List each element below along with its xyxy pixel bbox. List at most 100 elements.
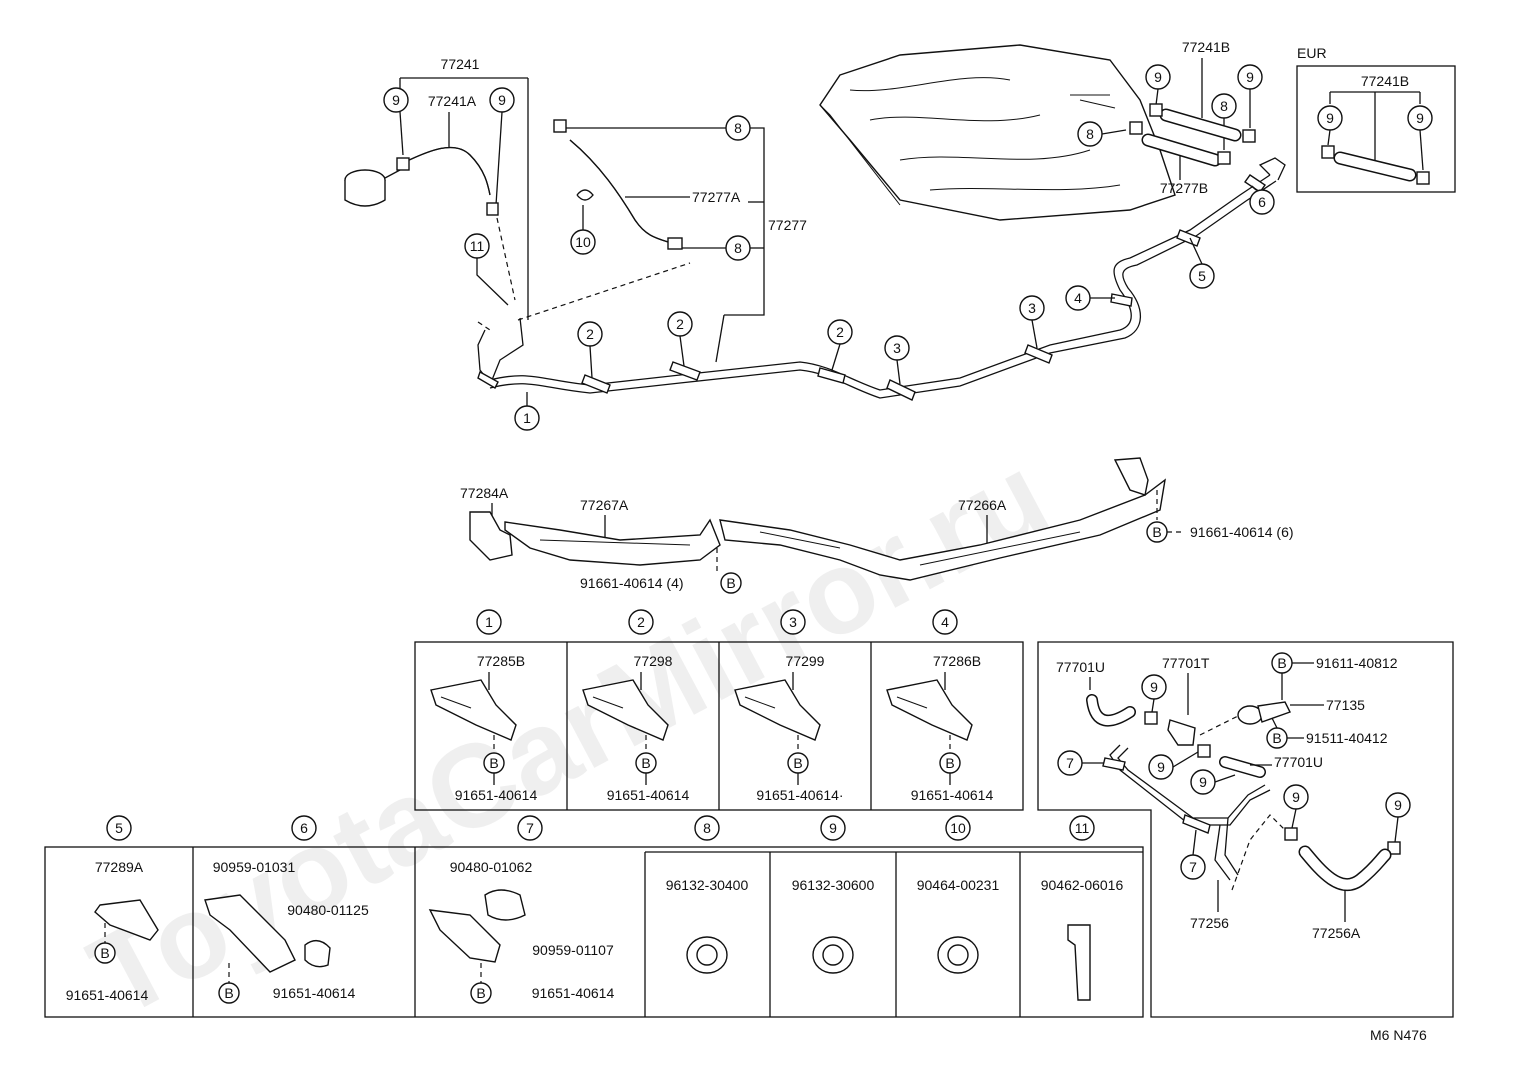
ref-11: 11 — [470, 238, 485, 254]
ref-9-b: 9 — [498, 92, 506, 108]
clamp-bracket — [430, 679, 517, 741]
label-77284a: 77284A — [460, 485, 509, 501]
protector-group: 77284A 77267A 77266A 91661-40614 (4) B B… — [460, 457, 1294, 594]
ref-2-c: 2 — [836, 324, 844, 340]
cell-ref-circle — [820, 815, 846, 841]
ref-9-a: 9 — [392, 92, 400, 108]
cell-part-number-2: 90480-01125 — [287, 902, 369, 918]
cell-part-number: 96132-30600 — [792, 877, 875, 893]
ref-1: 1 — [523, 410, 531, 426]
cell-ref: 3 — [789, 614, 797, 630]
bracket-90959-01031 — [204, 894, 296, 973]
ref-8-a: 8 — [734, 120, 742, 136]
cell-ref: 6 — [300, 820, 308, 836]
cell-part-number: 77289A — [95, 859, 144, 875]
label-77267a: 77267A — [580, 497, 629, 513]
label-77277: 77277 — [768, 217, 807, 233]
label-77256a: 77256A — [1312, 925, 1361, 941]
fuel-tank — [819, 44, 1176, 221]
cell-ref-circle — [932, 609, 958, 635]
clip-8-a — [553, 119, 567, 133]
ref-7-a: 7 — [1066, 755, 1074, 771]
cell-part-number: 90464-00231 — [917, 877, 1000, 893]
clip-9-a — [396, 157, 410, 171]
ref-9-c: 9 — [1154, 69, 1162, 85]
rear-hose-group: 77241B 9 9 8 8 77277B — [1077, 39, 1263, 196]
cell-part-number: 90480-01062 — [450, 859, 533, 875]
drawing-code: M6 N476 — [1370, 1027, 1427, 1043]
cell-ref-circle — [476, 609, 502, 635]
ref-9-k: 9 — [1394, 797, 1402, 813]
label-91611-40812: 91611-40812 — [1316, 655, 1398, 671]
label-77701u-2: 77701U — [1274, 754, 1323, 770]
cell-part-number-2: 90959-01107 — [532, 942, 614, 958]
bolt-b-vent-2-text: B — [1272, 730, 1281, 746]
cell-ref-circle — [106, 815, 132, 841]
bolt-part-number: 91651-40614 — [455, 787, 538, 803]
label-77701u: 77701U — [1056, 659, 1105, 675]
clamp-cell-11: 11 90462-06016 — [1041, 815, 1124, 1001]
bolt-b-left — [720, 572, 742, 594]
cell-part-number: 77298 — [634, 653, 673, 669]
bolt-part-number: 91651-40614 — [273, 985, 356, 1001]
label-77277b: 77277B — [1160, 180, 1208, 196]
bolt-b — [470, 982, 492, 1004]
bolt-b-text: B — [945, 755, 954, 771]
bracket-90959-01107 — [428, 909, 501, 963]
ref-9-i: 9 — [1199, 774, 1207, 790]
fuel-filter — [344, 169, 401, 207]
cell-part-number: 90462-06016 — [1041, 877, 1124, 893]
ref-circle-10 — [570, 229, 596, 255]
bolt-part-number: 91651-40614· — [756, 787, 843, 803]
clamp-bracket — [886, 679, 973, 741]
ref-6: 6 — [1258, 194, 1266, 210]
label-77241a: 77241A — [428, 93, 477, 109]
valve-77701t — [1167, 719, 1196, 746]
pipe-77277-group: 8 77277A 77277 8 10 — [553, 115, 807, 363]
cell-ref: 4 — [941, 614, 949, 630]
cell-ref: 8 — [703, 820, 711, 836]
bolt-b-left-text: B — [726, 575, 735, 591]
ref-circle-6 — [1249, 189, 1275, 215]
label-77277a: 77277A — [692, 189, 741, 205]
vent-section: 77701U 77701T 9 B 91611-40812 77135 B 91… — [1037, 641, 1454, 1018]
ref-5: 5 — [1198, 268, 1206, 284]
ref-9-d: 9 — [1246, 69, 1254, 85]
bolt-b-text: B — [224, 985, 233, 1001]
cell-part-number: 90959-01031 — [213, 859, 296, 875]
label-77256: 77256 — [1190, 915, 1229, 931]
cell-ref: 11 — [1075, 820, 1090, 836]
label-eur-77241b: 77241B — [1361, 73, 1409, 89]
bolt-part-number: 91651-40614 — [607, 787, 690, 803]
protector-77266a — [719, 478, 1166, 581]
bolt-b-text: B — [641, 755, 650, 771]
clamp-bracket — [734, 679, 821, 741]
ref-9-h: 9 — [1157, 759, 1165, 775]
cell-ref: 1 — [485, 614, 493, 630]
bolt-b-vent-1-text: B — [1277, 655, 1286, 671]
cell-ref-circle — [517, 815, 543, 841]
ref-circle-9-a — [383, 87, 409, 113]
cell-part-number: 96132-30400 — [666, 877, 749, 893]
ref-10: 10 — [575, 234, 591, 250]
bolt-part-number: 91651-40614 — [911, 787, 994, 803]
cell-part-number: 77299 — [786, 653, 825, 669]
ref-9-f: 9 — [1416, 110, 1424, 126]
cell-ref-circle — [291, 815, 317, 841]
bolt-b-text: B — [100, 945, 109, 961]
clamp-bracket — [94, 899, 159, 941]
cell-ref: 9 — [829, 820, 837, 836]
label-77241: 77241 — [441, 56, 480, 72]
label-77701t: 77701T — [1162, 655, 1210, 671]
label-91511-40412: 91511-40412 — [1306, 730, 1388, 746]
clamp-bracket — [582, 679, 669, 741]
ref-8-b: 8 — [734, 240, 742, 256]
